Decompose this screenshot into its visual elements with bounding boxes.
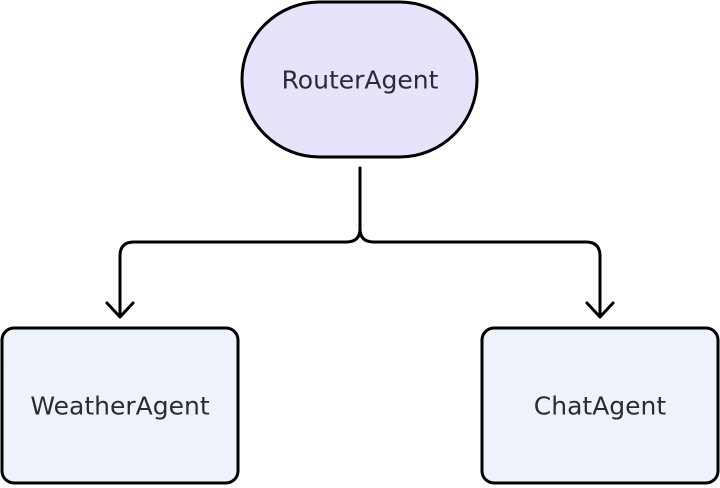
node-router-agent-label: RouterAgent bbox=[282, 66, 439, 95]
node-chat-agent[interactable]: ChatAgent bbox=[480, 326, 720, 485]
arrowhead-weather bbox=[105, 301, 135, 319]
edge-router-to-chat bbox=[358, 166, 602, 318]
node-weather-agent-label: WeatherAgent bbox=[30, 392, 209, 421]
connectors bbox=[105, 166, 615, 319]
node-router-agent[interactable]: RouterAgent bbox=[240, 0, 479, 159]
node-weather-agent-shape bbox=[0, 326, 240, 485]
node-router-agent-shape bbox=[240, 0, 479, 159]
node-weather-agent[interactable]: WeatherAgent bbox=[0, 326, 240, 485]
node-chat-agent-shape bbox=[480, 326, 720, 485]
arrowhead-chat bbox=[585, 301, 615, 319]
edge-router-to-weather bbox=[118, 166, 362, 318]
node-chat-agent-label: ChatAgent bbox=[534, 392, 667, 421]
